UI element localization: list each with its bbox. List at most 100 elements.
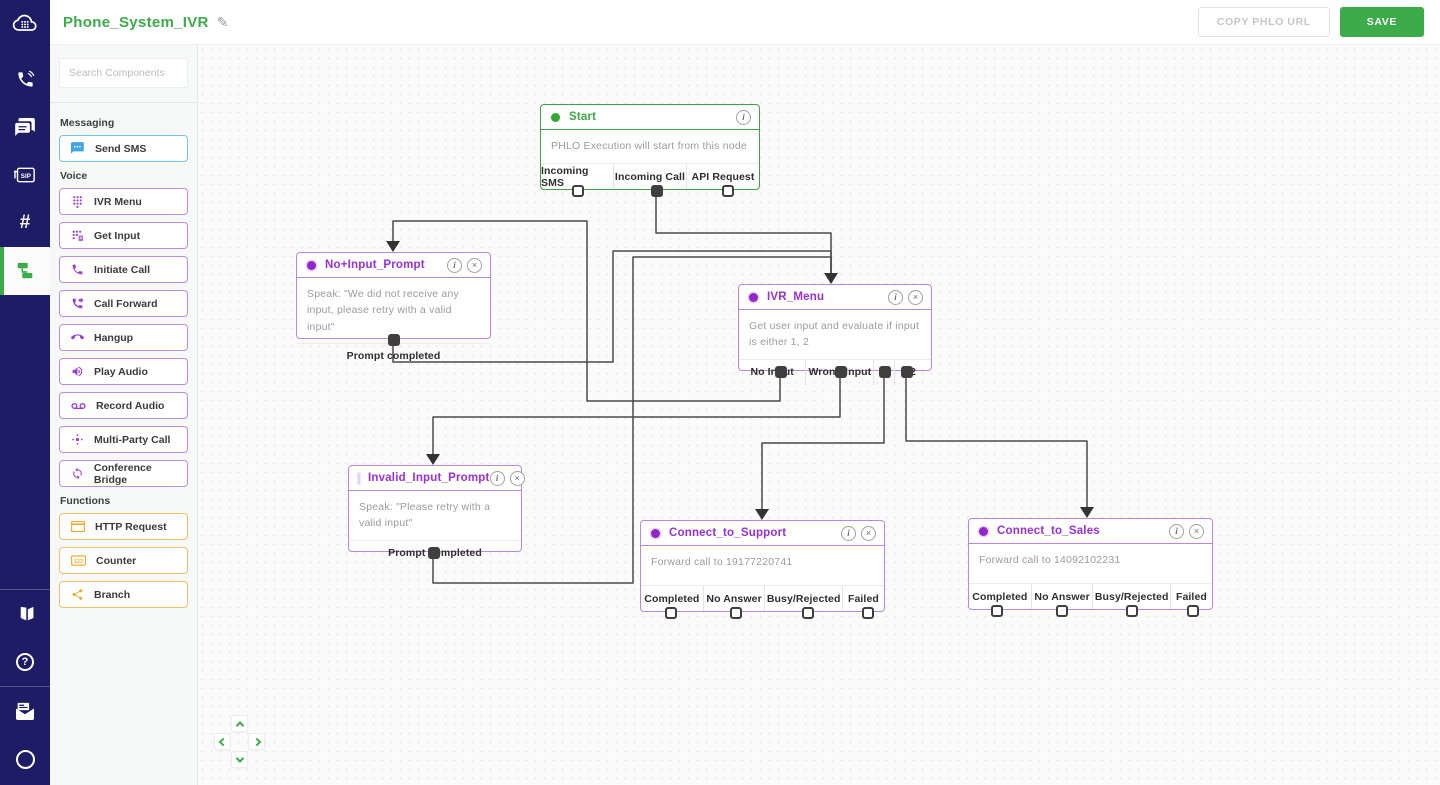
output-failed: Failed <box>1169 584 1212 609</box>
feedback-nav-icon[interactable] <box>0 687 50 735</box>
phone-forward-icon <box>72 297 84 309</box>
connector-port[interactable] <box>651 185 663 197</box>
plivo-logo-icon[interactable] <box>0 0 50 48</box>
connector-port[interactable] <box>722 185 734 197</box>
pan-right-button[interactable] <box>248 733 265 750</box>
output-completed: Completed <box>972 590 1028 603</box>
connector-port[interactable] <box>835 366 847 378</box>
info-icon[interactable]: i <box>841 525 856 541</box>
info-icon[interactable]: i <box>888 289 903 305</box>
voicemail-icon <box>71 402 86 409</box>
branch-icon <box>72 589 83 600</box>
info-icon[interactable]: i <box>1169 523 1184 539</box>
output-no-answer: No Answer <box>702 586 765 611</box>
pan-left-button[interactable] <box>214 733 231 750</box>
node-status-dot <box>651 528 660 538</box>
connector-port[interactable] <box>862 607 874 619</box>
connector-port[interactable] <box>775 366 787 378</box>
close-icon[interactable]: × <box>908 289 923 305</box>
component-branch[interactable]: Branch <box>59 581 188 608</box>
chevron-left-icon <box>218 737 227 746</box>
node-status-dot <box>307 260 316 270</box>
node-connect-to-sales[interactable]: Connect_to_Sales i × Forward call to 140… <box>968 518 1213 617</box>
connector-port[interactable] <box>802 607 814 619</box>
node-description: Get user input and evaluate if input is … <box>749 320 920 349</box>
connector-port[interactable] <box>991 605 1003 617</box>
chevron-down-icon <box>235 753 244 763</box>
voice-nav-icon[interactable] <box>0 55 50 103</box>
connector-port[interactable] <box>1187 605 1199 617</box>
node-invalid-input-prompt[interactable]: Invalid_Input_Prompt i × Speak: "Please … <box>348 465 525 559</box>
node-connect-to-support[interactable]: Connect_to_Support i × Forward call to 1… <box>640 520 885 619</box>
component-send-sms[interactable]: Send SMS <box>59 135 188 162</box>
component-record-audio[interactable]: Record Audio <box>59 392 188 419</box>
output-incoming-sms: Incoming SMS <box>541 164 589 189</box>
speaker-icon <box>72 366 83 377</box>
counter-icon: 123 <box>71 555 86 566</box>
connector-port[interactable] <box>901 366 913 378</box>
edit-title-icon[interactable]: ✎ <box>216 13 229 30</box>
search-components-input[interactable] <box>59 58 188 88</box>
component-initiate-call[interactable]: Initiate Call <box>59 256 188 283</box>
phlo-title: Phone_System_IVR <box>63 13 209 31</box>
node-title: IVR_Menu <box>767 291 825 303</box>
component-multi-party-call[interactable]: Multi-Party Call <box>59 426 188 453</box>
info-icon[interactable]: i <box>489 470 505 486</box>
phone-hangup-icon <box>71 334 84 340</box>
section-label-messaging: Messaging <box>60 117 115 129</box>
close-icon[interactable]: × <box>861 525 876 541</box>
canvas-pan-pad <box>214 715 266 768</box>
node-ivr-menu[interactable]: IVR_Menu i × Get user input and evaluate… <box>738 284 932 385</box>
component-http-request[interactable]: HTTP Request <box>59 513 188 540</box>
section-label-voice: Voice <box>60 170 88 182</box>
close-icon[interactable]: × <box>509 470 525 486</box>
flow-connections <box>386 190 1094 584</box>
connector-port[interactable] <box>665 607 677 619</box>
docs-nav-icon[interactable] <box>0 590 50 638</box>
rail-divider <box>0 589 50 590</box>
phlo-nav-icon[interactable] <box>0 247 50 295</box>
info-icon[interactable]: i <box>736 109 751 125</box>
output-no-input: No Input <box>750 366 794 379</box>
sip-trunking-nav-icon[interactable]: SIP <box>0 151 50 199</box>
node-description: Forward call to 14092102231 <box>979 554 1121 566</box>
component-hangup[interactable]: Hangup <box>59 324 188 351</box>
messaging-nav-icon[interactable] <box>0 103 50 151</box>
component-conference-bridge[interactable]: Conference Bridge <box>59 460 188 487</box>
connector-port[interactable] <box>572 185 584 197</box>
connector-port[interactable] <box>1056 605 1068 617</box>
node-title: Invalid_Input_Prompt <box>368 472 490 484</box>
component-get-input[interactable]: Get Input <box>59 222 188 249</box>
output-no-answer: No Answer <box>1030 584 1093 609</box>
close-icon[interactable]: × <box>467 257 482 273</box>
info-icon[interactable]: i <box>447 257 462 273</box>
copy-phlo-url-button[interactable]: COPY PHLO URL <box>1197 7 1330 37</box>
flow-canvas[interactable]: Start i PHLO Execution will start from t… <box>198 45 1440 785</box>
component-counter[interactable]: 123 Counter <box>59 547 188 574</box>
output-incoming-call: Incoming Call <box>613 164 686 189</box>
connector-port[interactable] <box>1126 605 1138 617</box>
top-bar: Phone_System_IVR ✎ COPY PHLO URL SAVE <box>50 0 1440 45</box>
connector-port[interactable] <box>428 547 440 559</box>
component-play-audio[interactable]: Play Audio <box>59 358 188 385</box>
connector-port[interactable] <box>879 366 891 378</box>
connector-port[interactable] <box>388 334 400 346</box>
pan-down-button[interactable] <box>231 751 248 768</box>
component-call-forward[interactable]: Call Forward <box>59 290 188 317</box>
pan-up-button[interactable] <box>231 715 248 732</box>
http-request-icon <box>71 521 85 532</box>
account-avatar[interactable] <box>0 735 50 783</box>
help-nav-icon[interactable]: ? <box>0 638 50 686</box>
node-no-input-prompt[interactable]: No+Input_Prompt i × Speak: "We did not r… <box>296 252 491 362</box>
app-rail: SIP # ? <box>0 0 50 785</box>
save-button[interactable]: SAVE <box>1339 7 1424 37</box>
connector-port[interactable] <box>730 607 742 619</box>
node-title: Connect_to_Sales <box>997 525 1100 537</box>
section-label-functions: Functions <box>60 495 111 507</box>
close-icon[interactable]: × <box>1189 523 1204 539</box>
output-prompt-completed: Prompt completed <box>346 350 441 363</box>
phone-icon <box>72 264 83 275</box>
node-start[interactable]: Start i PHLO Execution will start from t… <box>540 104 760 197</box>
component-ivr-menu[interactable]: IVR Menu <box>59 188 188 215</box>
shortcodes-nav-icon[interactable]: # <box>19 212 31 233</box>
